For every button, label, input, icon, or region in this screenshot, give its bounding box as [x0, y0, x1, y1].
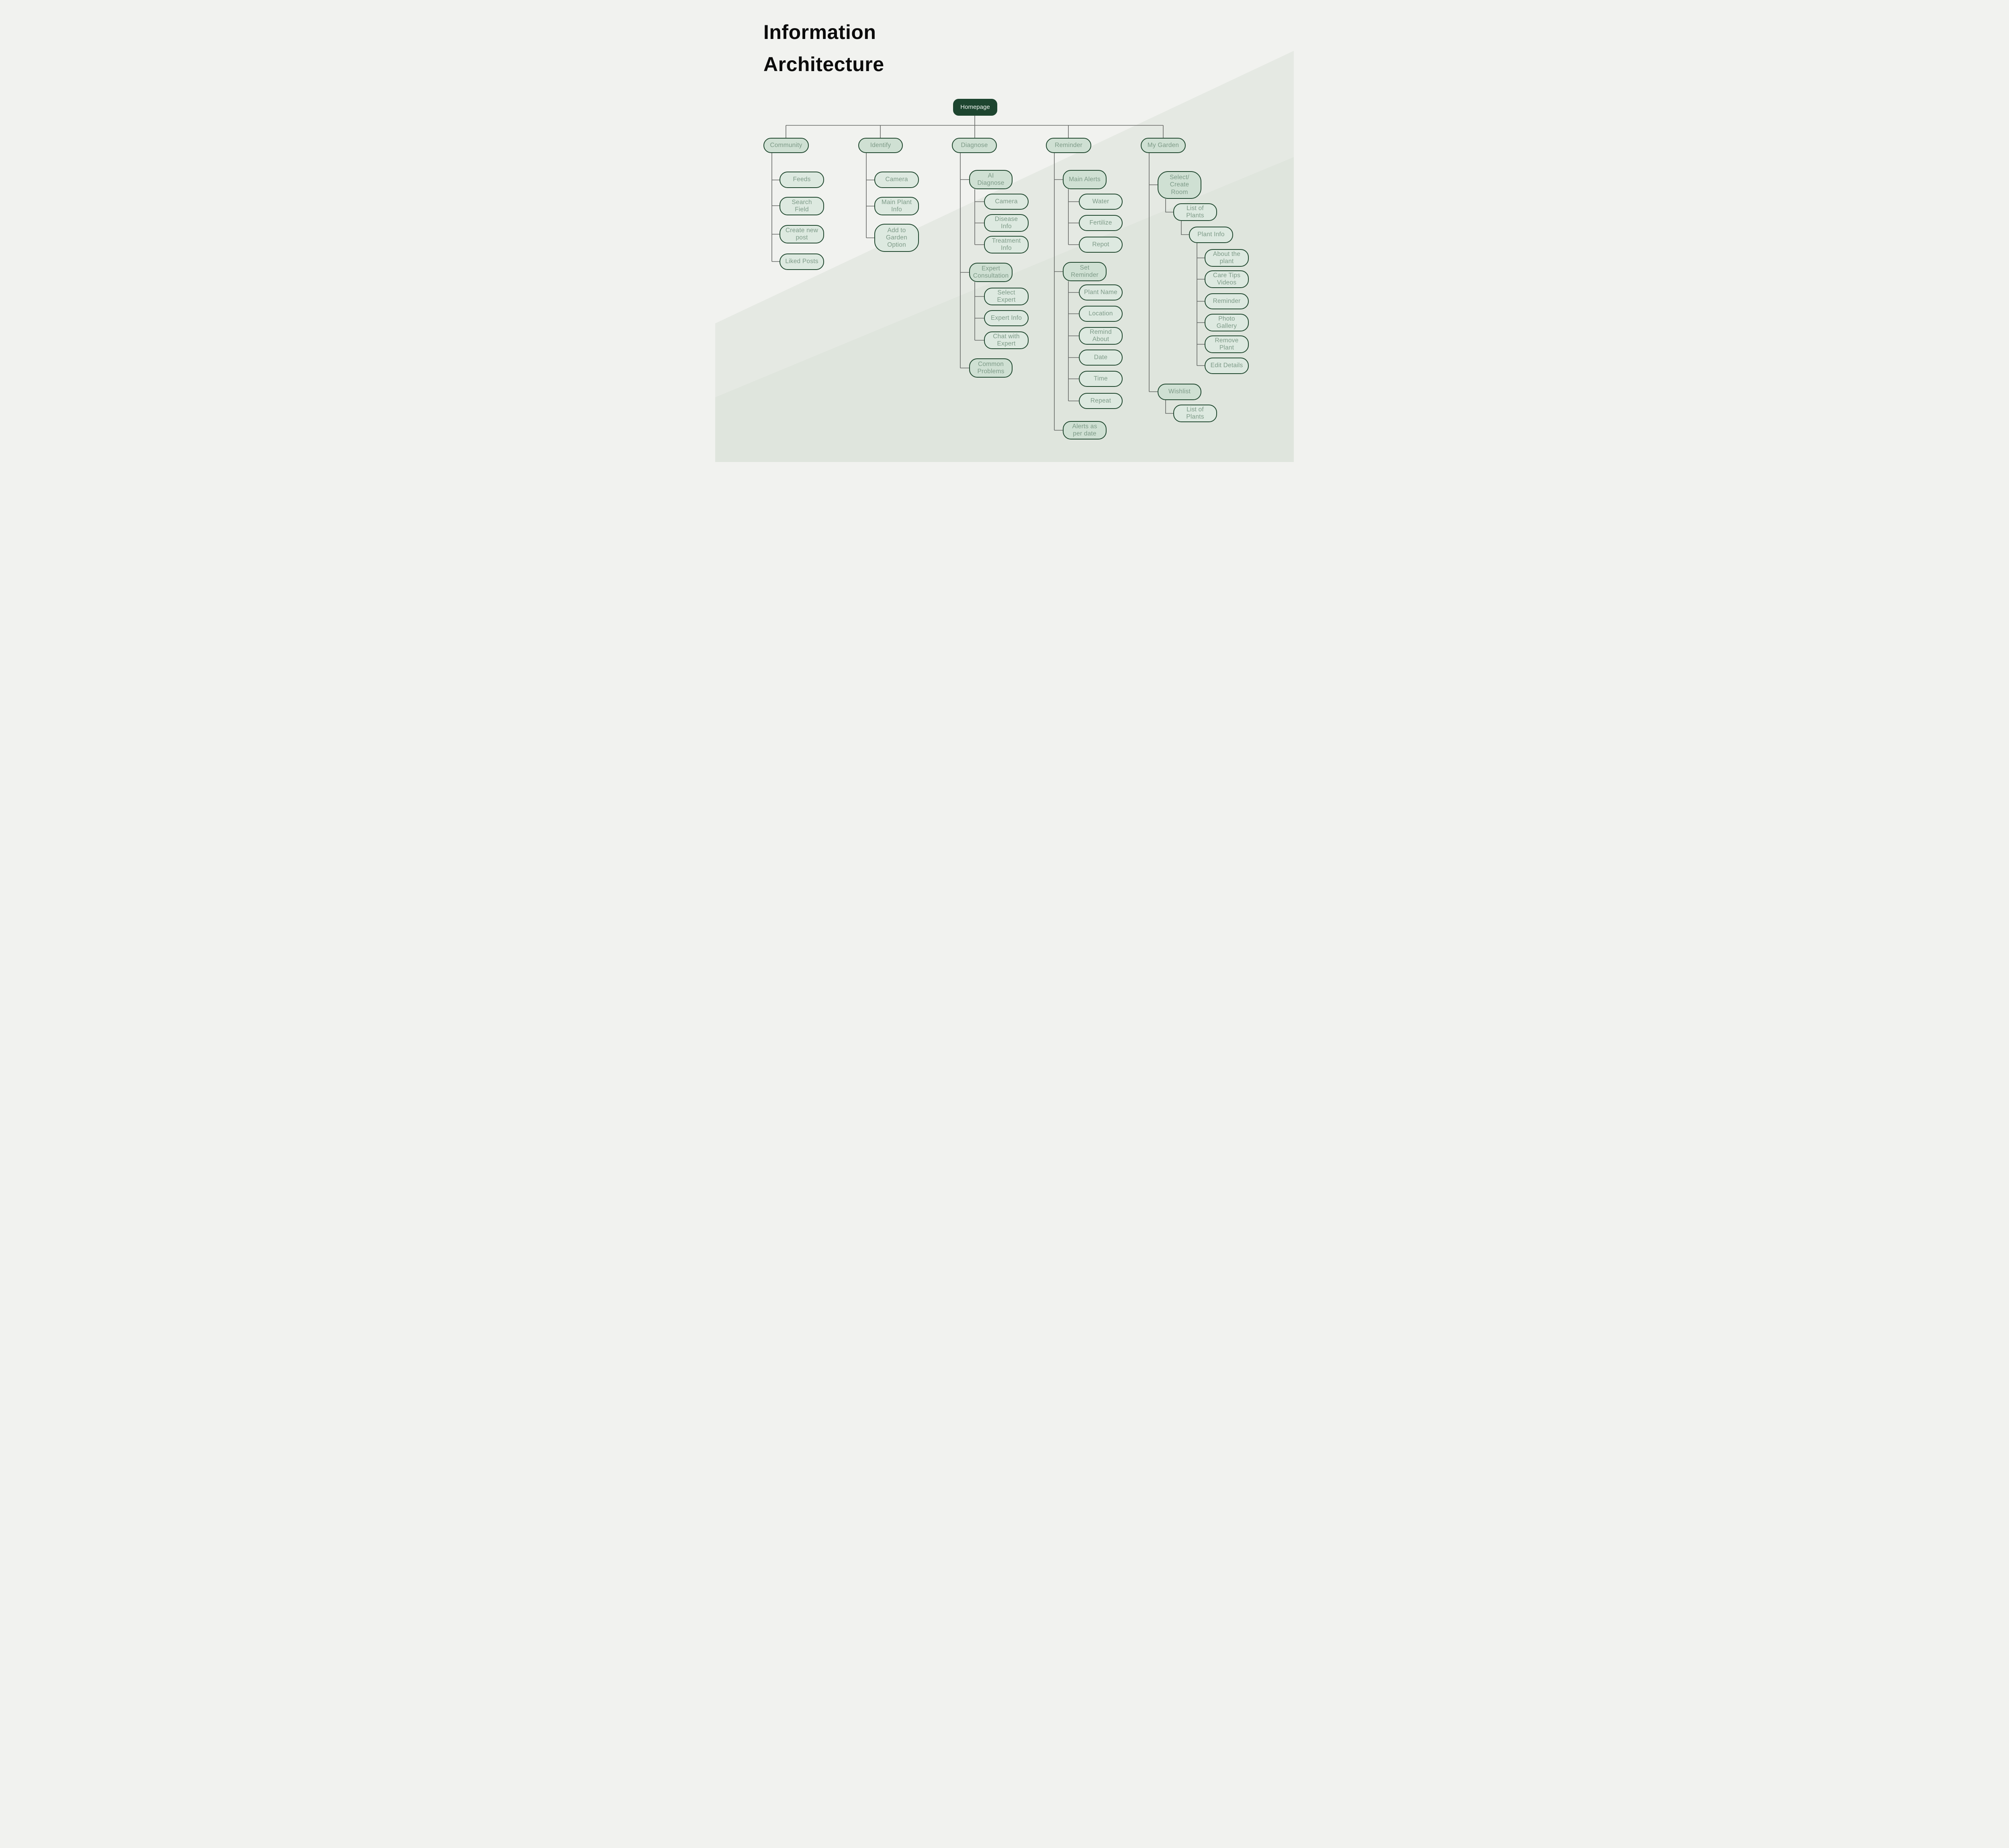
node-ai-diagnose: AI Diagnose: [969, 170, 1013, 189]
node-date: Date: [1079, 350, 1123, 366]
node-liked-posts: Liked Posts: [779, 253, 824, 270]
node-my-garden: My Garden: [1141, 138, 1186, 153]
node-remind-about: Remind About: [1079, 327, 1123, 345]
node-about-the-plant: About the plant: [1205, 249, 1249, 267]
node-reminder: Reminder: [1046, 138, 1091, 153]
node-repot: Repot: [1079, 237, 1123, 253]
node-repeat: Repeat: [1079, 393, 1123, 409]
node-edit-details: Edit Details: [1205, 358, 1249, 374]
node-select-expert: Select Expert: [984, 288, 1029, 305]
node-fertilize: Fertilize: [1079, 215, 1123, 231]
node-diagnose: Diagnose: [952, 138, 997, 153]
connector: [1068, 189, 1079, 245]
node-water: Water: [1079, 194, 1123, 210]
connector: [1054, 153, 1063, 431]
node-identify-camera: Camera: [874, 172, 919, 188]
connector: [771, 153, 779, 262]
node-photo-gallery: Photo Gallery: [1205, 314, 1249, 331]
connector: [1149, 153, 1158, 392]
node-chat-with-expert: Chat with Expert: [984, 331, 1029, 349]
page-title: Information Architecture: [763, 21, 884, 76]
node-list-of-plants-wishlist: List of Plants: [1173, 405, 1217, 422]
node-disease-info: Disease Info: [984, 214, 1029, 232]
node-search-field: Search Field: [779, 197, 824, 215]
connector: [974, 189, 984, 245]
connector: [786, 116, 1164, 138]
connector: [960, 153, 969, 368]
connector-lines: [771, 116, 1205, 431]
node-expert-info: Expert Info: [984, 310, 1029, 326]
node-create-new-post: Create new post: [779, 225, 824, 243]
node-feeds: Feeds: [779, 172, 824, 188]
node-remove-plant: Remove Plant: [1205, 335, 1249, 353]
connector: [1165, 199, 1173, 213]
node-expert-consultation: Expert Consultation: [969, 263, 1013, 282]
connector: [1197, 243, 1205, 366]
node-community: Community: [763, 138, 809, 153]
node-list-of-plants-room: List of Plants: [1173, 203, 1217, 221]
information-architecture-diagram: Information Architecture Homepage Commun…: [715, 0, 1294, 462]
connector: [1068, 281, 1079, 401]
node-select-create-room: Select/ Create Room: [1158, 171, 1201, 199]
connector: [866, 153, 874, 238]
node-add-to-garden-option: Add to Garden Option: [874, 224, 919, 252]
node-plant-name: Plant Name: [1079, 284, 1123, 301]
connector: [1165, 400, 1173, 414]
node-common-problems: Common Problems: [969, 358, 1013, 378]
node-homepage: Homepage: [953, 99, 997, 116]
node-identify: Identify: [858, 138, 903, 153]
node-main-plant-info: Main Plant Info: [874, 197, 919, 215]
node-care-tips-videos: Care Tips Videos: [1205, 270, 1249, 288]
node-treatment-info: Treatment Info: [984, 236, 1029, 253]
node-location: Location: [1079, 306, 1123, 322]
node-diagnose-camera: Camera: [984, 194, 1029, 210]
node-plant-info: Plant Info: [1189, 227, 1233, 243]
node-main-alerts: Main Alerts: [1063, 170, 1107, 189]
node-set-reminder: Set Reminder: [1063, 262, 1107, 281]
node-alerts-as-per-date: Alerts as per date: [1063, 421, 1107, 440]
node-time: Time: [1079, 371, 1123, 387]
connector: [974, 282, 984, 341]
node-plant-reminder: Reminder: [1205, 293, 1249, 309]
node-wishlist: Wishlist: [1158, 384, 1201, 400]
connector: [1181, 221, 1189, 235]
